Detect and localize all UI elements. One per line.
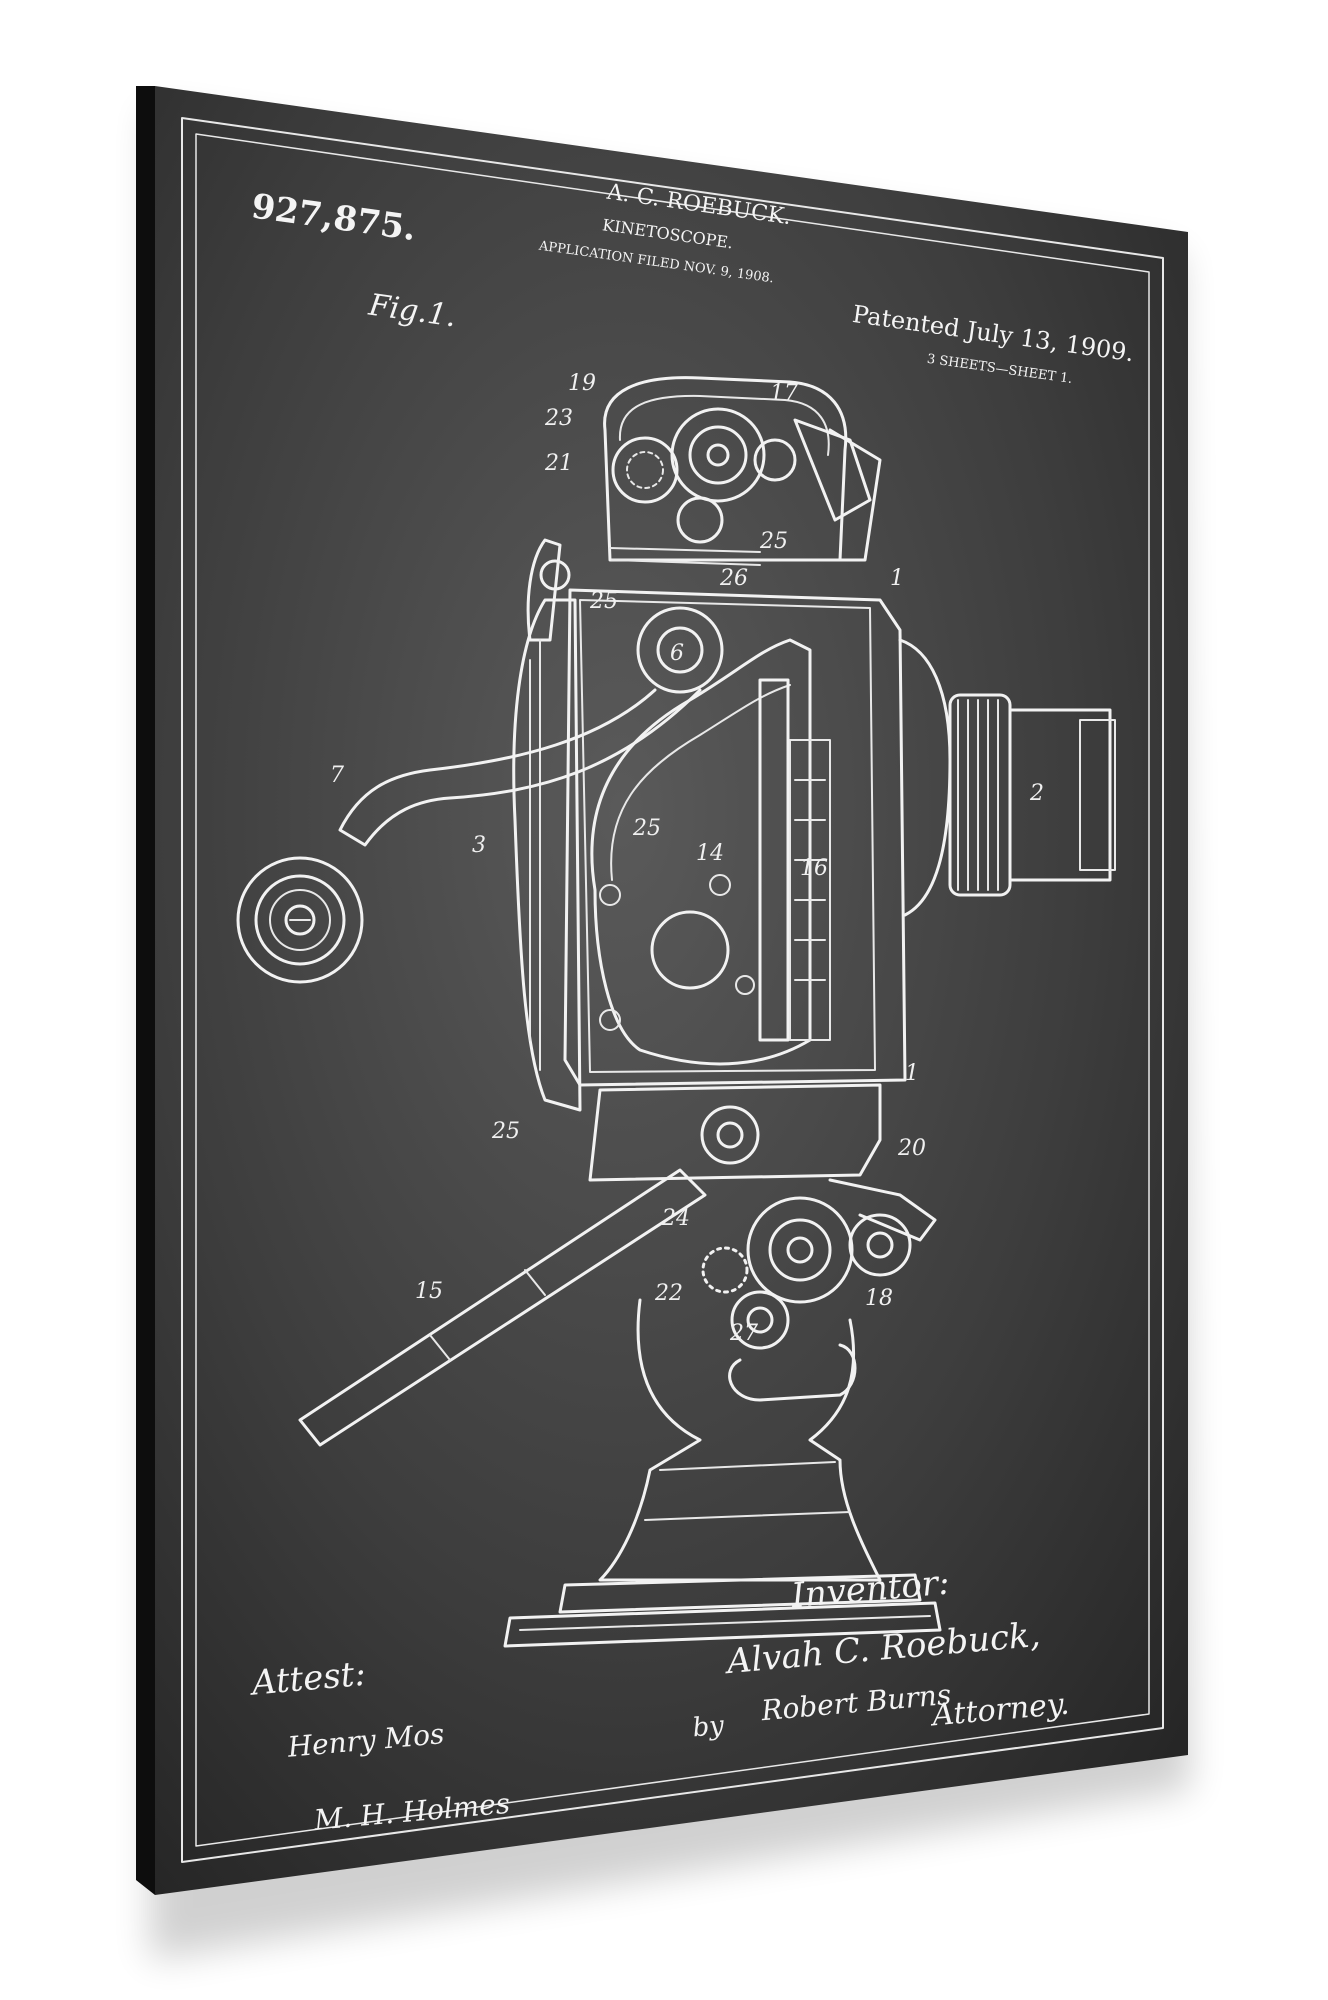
by-label: by [691,1711,725,1744]
part-label: 20 [897,1136,926,1161]
part-label: 25 [632,816,661,841]
part-label: 18 [865,1286,893,1311]
part-label: 14 [696,841,724,866]
part-label: 17 [770,381,798,406]
part-label: 25 [491,1119,520,1144]
part-label: 24 [661,1206,690,1231]
part-labels: 19 17 23 21 25 26 1 25 6 7 2 3 25 14 16 … [330,371,1044,1346]
part-label: 6 [670,641,684,666]
part-label: 26 [719,566,748,591]
part-label: 1 [905,1061,919,1086]
part-label: 22 [654,1281,683,1306]
part-label: 3 [472,833,486,858]
canvas-side-edge [136,86,155,1895]
part-label: 23 [544,406,573,431]
part-label: 25 [759,529,788,554]
border-outer [181,117,1164,1863]
part-label: 27 [729,1321,758,1346]
part-label: 16 [800,856,828,881]
part-label: 1 [890,566,904,591]
kinetoscope-drawing [236,376,1116,1648]
part-label: 15 [415,1279,443,1304]
part-label: 7 [330,763,344,788]
part-label: 21 [544,451,573,476]
part-label: 2 [1029,781,1044,806]
part-label: 19 [568,371,596,396]
border-inner [195,133,1150,1847]
part-label: 25 [589,589,618,614]
canvas-board [155,86,1188,1895]
